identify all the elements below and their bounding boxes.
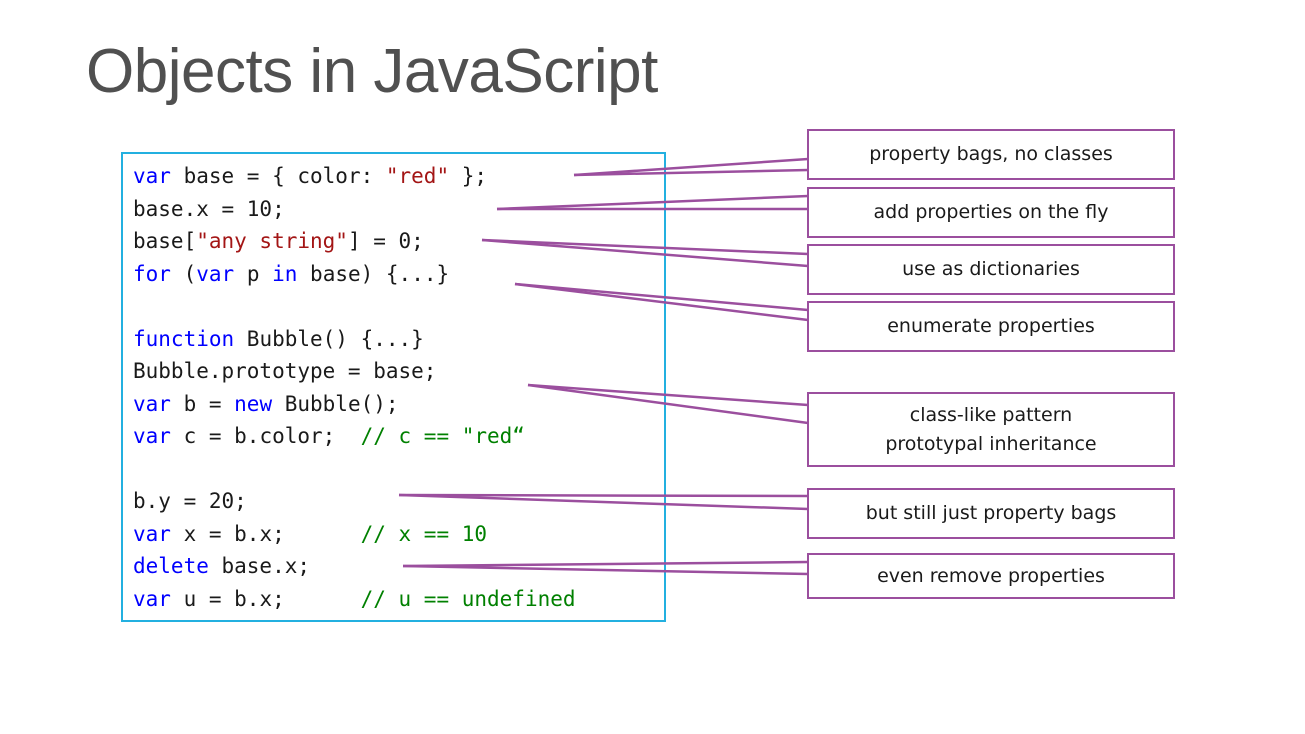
code-keyword: var — [133, 391, 171, 416]
code-comment: // x == 10 — [360, 521, 488, 546]
code-text: Bubble.prototype = base; — [133, 359, 437, 383]
code-keyword: delete — [133, 554, 209, 578]
code-text: b = — [170, 391, 235, 416]
code-keyword: var — [133, 521, 171, 546]
code-string-literal: "red" — [385, 164, 450, 188]
code-line: base["any string"] = 0; — [133, 225, 576, 258]
code-text: base.x = 10; — [133, 196, 285, 221]
code-keyword: var — [133, 164, 171, 188]
code-comment: // c == "red“ — [360, 424, 525, 448]
code-text: ( — [170, 261, 197, 286]
callout-text-line-1: class-like pattern — [909, 403, 1073, 426]
code-line: Bubble.prototype = base; — [133, 355, 576, 388]
code-text: b.y = 20; — [133, 489, 247, 513]
code-line: var u = b.x; // u == undefined — [133, 583, 576, 616]
code-keyword: in — [272, 261, 298, 286]
code-text: u = b.x; — [170, 586, 361, 611]
code-text: c = b.color; — [170, 424, 361, 448]
callout-add-properties: add properties on the fly — [807, 187, 1175, 238]
callout-text: use as dictionaries — [902, 258, 1080, 280]
code-listing: var base = { color: "red" }; base.x = 10;… — [133, 160, 576, 615]
code-text: Bubble(); — [272, 391, 399, 416]
code-block: var base = { color: "red" }; base.x = 10;… — [121, 152, 666, 622]
callout-remove-properties: even remove properties — [807, 553, 1175, 599]
callout-text-line-2: prototypal inheritance — [885, 432, 1097, 455]
code-keyword: function — [133, 326, 235, 351]
code-text: base[ — [133, 229, 197, 253]
code-text: base.x; — [208, 554, 311, 578]
blank-line — [133, 453, 576, 486]
code-comment: // u == undefined — [360, 586, 576, 611]
code-text: }; — [449, 164, 488, 188]
code-text: base) {...} — [297, 261, 450, 286]
code-text: base = { color: — [170, 164, 386, 188]
code-keyword: var — [133, 586, 171, 611]
callout-text: property bags, no classes — [869, 143, 1113, 165]
code-line: var c = b.color; // c == "red“ — [133, 420, 576, 453]
code-text: Bubble() {...} — [234, 326, 424, 351]
callout-text: enumerate properties — [887, 315, 1095, 337]
code-line: for (var p in base) {...} — [133, 258, 576, 291]
code-keyword: var — [196, 261, 235, 286]
callout-prototypal-inheritance: class-like pattern prototypal inheritanc… — [807, 392, 1175, 467]
code-keyword: for — [133, 261, 171, 286]
slide-title: Objects in JavaScript — [86, 37, 658, 106]
callout-text: add properties on the fly — [873, 201, 1109, 223]
callout-enumerate: enumerate properties — [807, 301, 1175, 352]
code-keyword: var — [133, 424, 171, 448]
code-line: var b = new Bubble(); — [133, 388, 576, 421]
code-line: var base = { color: "red" }; — [133, 160, 576, 193]
code-line: delete base.x; — [133, 550, 576, 583]
code-text: x = b.x; — [170, 521, 361, 546]
callout-property-bags: property bags, no classes — [807, 129, 1175, 180]
code-line: base.x = 10; — [133, 193, 576, 226]
callout-dictionaries: use as dictionaries — [807, 244, 1175, 295]
callout-text: but still just property bags — [865, 502, 1117, 524]
code-string-literal: "any string" — [196, 229, 348, 253]
code-text: p — [234, 261, 273, 286]
code-keyword: new — [234, 391, 273, 416]
code-line: var x = b.x; // x == 10 — [133, 518, 576, 551]
code-line: b.y = 20; — [133, 485, 576, 518]
code-line: function Bubble() {...} — [133, 323, 576, 356]
callout-still-property-bags: but still just property bags — [807, 488, 1175, 539]
code-text: ] = 0; — [347, 229, 424, 253]
callout-text: even remove properties — [877, 564, 1105, 587]
blank-line — [133, 290, 576, 323]
